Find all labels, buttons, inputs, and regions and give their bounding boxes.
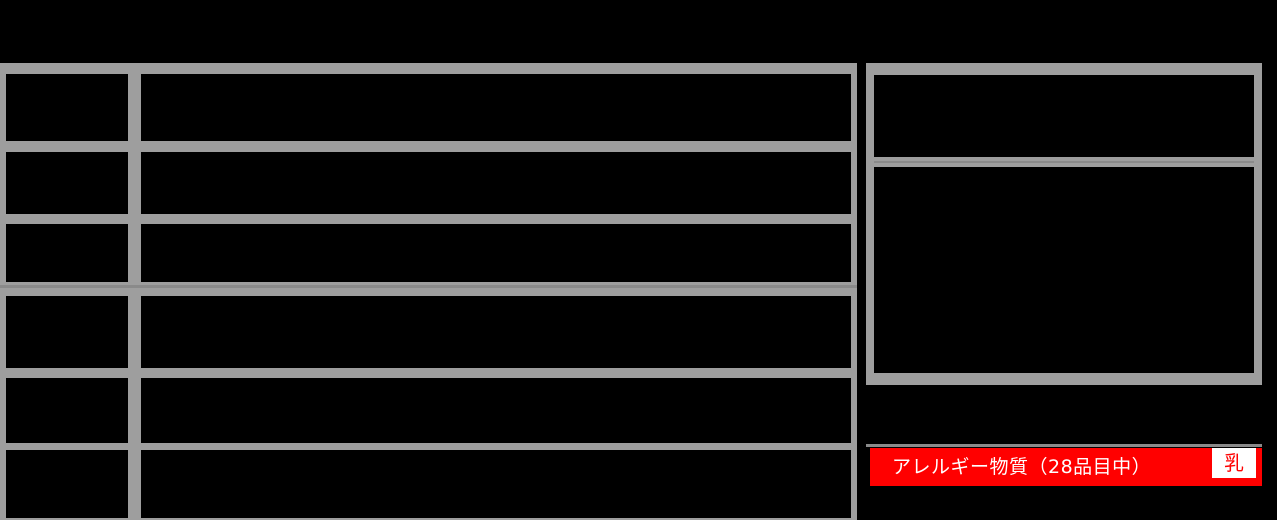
detail-panel-box-secondary [874, 167, 1254, 373]
table-row-label [6, 378, 128, 443]
table-row-value [141, 378, 851, 443]
table-row-value [141, 224, 851, 282]
detail-panel-divider [874, 161, 1254, 163]
allergen-chip-milk[interactable]: 乳 [1212, 448, 1256, 478]
table-row [0, 378, 857, 443]
table-row [0, 224, 857, 282]
detail-panel-box-primary [874, 75, 1254, 157]
table-row-label [6, 74, 128, 141]
table-row-label [6, 224, 128, 282]
allergen-banner-body: アレルギー物質（28品目中） [870, 448, 1262, 486]
detail-panel [866, 63, 1262, 385]
table-row-value [141, 74, 851, 141]
table-section-divider [0, 285, 857, 288]
allergen-banner-title: アレルギー物質（28品目中） [892, 455, 1152, 478]
table-row-label [6, 296, 128, 368]
table-row [0, 450, 857, 518]
table-row-label [6, 450, 128, 518]
allergen-banner: アレルギー物質（28品目中） 乳 [866, 444, 1262, 486]
table-row-label [6, 152, 128, 214]
table-row-value [141, 152, 851, 214]
table-row-value [141, 450, 851, 518]
product-info-table [0, 63, 857, 520]
table-row-value [141, 296, 851, 368]
masthead [0, 0, 1277, 63]
allergen-banner-top-rule [866, 444, 1262, 447]
table-row [0, 74, 857, 141]
table-row [0, 152, 857, 214]
table-row [0, 296, 857, 368]
